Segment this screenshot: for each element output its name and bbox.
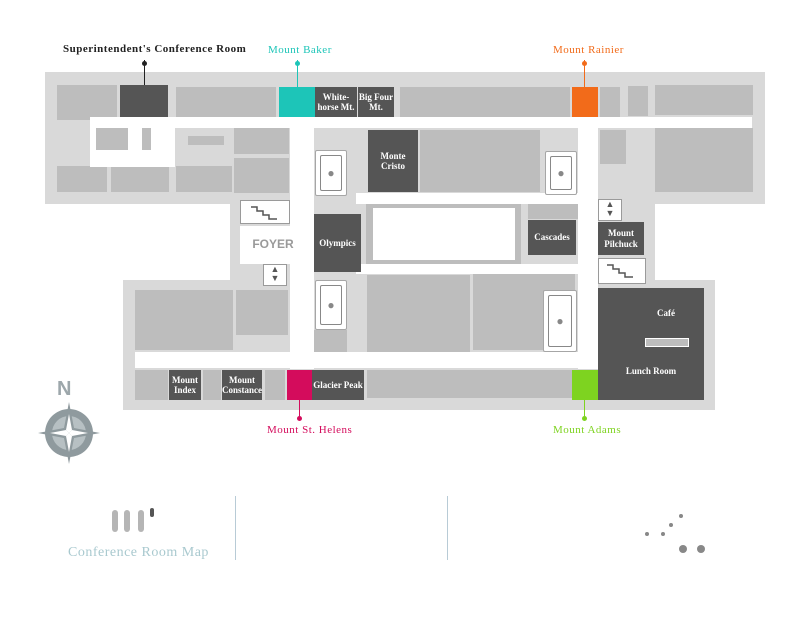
room-sw-3	[135, 370, 168, 400]
room-sw-1	[135, 290, 233, 350]
restroom-icon: ●	[320, 155, 342, 191]
restroom-icon: ●	[550, 156, 572, 190]
lunch-room-label: Lunch Room	[625, 366, 677, 376]
callout-adams-leader	[584, 400, 585, 418]
elevator-icon-west: ▲▼	[263, 264, 287, 286]
compass-rose-icon	[38, 402, 100, 464]
room-montecristo[interactable]: Monte Cristo	[368, 130, 418, 192]
callout-helens-leader	[299, 400, 300, 418]
restroom-4: ●	[543, 290, 577, 352]
room-n-3	[234, 128, 289, 154]
stairs-icon-west	[240, 200, 290, 224]
room-glacier[interactable]: Glacier Peak	[312, 370, 364, 400]
corridor-south	[135, 352, 597, 368]
logo-icon	[112, 508, 170, 532]
room-pilchuck[interactable]: Mount Pilchuck	[598, 222, 644, 255]
room-whitehorse[interactable]: White-horse Mt.	[315, 87, 357, 117]
stairs-icon	[251, 206, 277, 220]
room-n-9	[600, 130, 626, 164]
corridor-north	[90, 117, 752, 128]
restroom-icon: ●	[548, 295, 572, 347]
room-c-1-inner	[373, 208, 515, 260]
corridor-east-vertical	[578, 117, 598, 369]
restroom-3: ●	[315, 280, 347, 330]
room-rainier[interactable]	[572, 87, 598, 117]
room-nw-2	[57, 166, 107, 192]
callout-baker-dot	[295, 61, 300, 66]
cafe-label: Café	[657, 308, 675, 318]
elevator-icon-east: ▲▼	[598, 199, 622, 221]
room-c-2	[528, 204, 578, 219]
room-helens[interactable]	[287, 370, 312, 400]
restroom-1: ●	[315, 150, 347, 196]
room-nw-1	[57, 85, 117, 120]
room-n-4	[234, 158, 289, 193]
room-ne-2	[655, 128, 753, 192]
cafe-counter	[645, 338, 689, 347]
room-n-6	[420, 130, 540, 192]
room-ne-1	[655, 85, 753, 115]
footer-title: Conference Room Map	[68, 545, 209, 560]
entry-pillar	[142, 128, 151, 150]
room-c-5	[314, 330, 347, 353]
room-n-5	[400, 87, 570, 117]
entry-block	[96, 128, 128, 150]
room-sw-5	[265, 370, 285, 400]
callout-superintendent-leader	[144, 60, 145, 85]
room-n-1	[176, 87, 276, 117]
entry-bar	[188, 136, 224, 145]
footer-divider-2	[447, 496, 448, 560]
room-bigfour[interactable]: Big Four Mt.	[358, 87, 394, 117]
callout-rainier-leader	[584, 60, 585, 87]
footer-logo	[112, 508, 172, 539]
room-constance[interactable]: Mount Constance	[222, 370, 262, 400]
room-adams[interactable]	[572, 370, 598, 400]
stairs-icon	[607, 264, 633, 278]
footer-divider-1	[235, 496, 236, 560]
room-cascades[interactable]: Cascades	[528, 220, 576, 255]
room-n-2	[176, 166, 232, 192]
callout-helens-label: Mount St. Helens	[267, 424, 353, 436]
callout-helens-dot	[297, 416, 302, 421]
callout-rainier-label: Mount Rainier	[553, 44, 624, 56]
room-olympics[interactable]: Olympics	[314, 214, 361, 272]
compass-letter: N	[57, 378, 72, 400]
foyer-label: FOYER	[252, 237, 294, 251]
corridor-mid	[356, 264, 578, 274]
room-nw-3	[111, 166, 169, 192]
room-n-7	[600, 87, 620, 117]
foyer-area	[240, 226, 314, 264]
room-sw-4	[203, 370, 221, 400]
room-s-1	[367, 370, 572, 398]
room-n-8	[628, 86, 648, 116]
room-baker[interactable]	[279, 87, 315, 117]
callout-adams-label: Mount Adams	[553, 424, 622, 436]
room-index[interactable]: Mount Index	[169, 370, 201, 400]
callout-adams-dot	[582, 416, 587, 421]
restroom-2: ●	[545, 151, 577, 195]
callout-rainier-dot	[582, 61, 587, 66]
callout-baker-leader	[297, 60, 298, 87]
corridor-center	[356, 193, 578, 204]
room-c-3	[367, 275, 470, 355]
callout-baker-label: Mount Baker	[268, 44, 332, 56]
callout-superintendent-dot	[142, 61, 147, 66]
room-superintendents[interactable]	[120, 85, 168, 117]
restroom-icon: ●	[320, 285, 342, 325]
stairs-icon-east	[598, 258, 646, 284]
room-sw-2	[236, 290, 288, 335]
footer-dots-icon	[645, 514, 705, 553]
callout-superintendent-label: Superintendent's Conference Room	[63, 43, 247, 55]
